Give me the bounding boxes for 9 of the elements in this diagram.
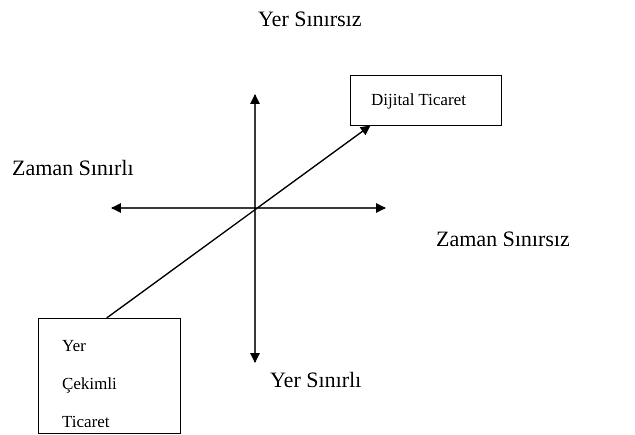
axis-label: Yer Sınırlı — [270, 367, 362, 393]
axis-label: Zaman Sınırsız — [436, 226, 570, 252]
box-text: Dijital Ticaret — [371, 90, 466, 110]
arrow — [106, 125, 371, 319]
text-box — [38, 318, 181, 434]
axis-label: Yer Sınırsız — [258, 6, 362, 32]
axis-label: Zaman Sınırlı — [12, 155, 134, 181]
text-box — [350, 75, 502, 126]
box-text: Yer Çekimli Ticaret — [62, 335, 118, 433]
